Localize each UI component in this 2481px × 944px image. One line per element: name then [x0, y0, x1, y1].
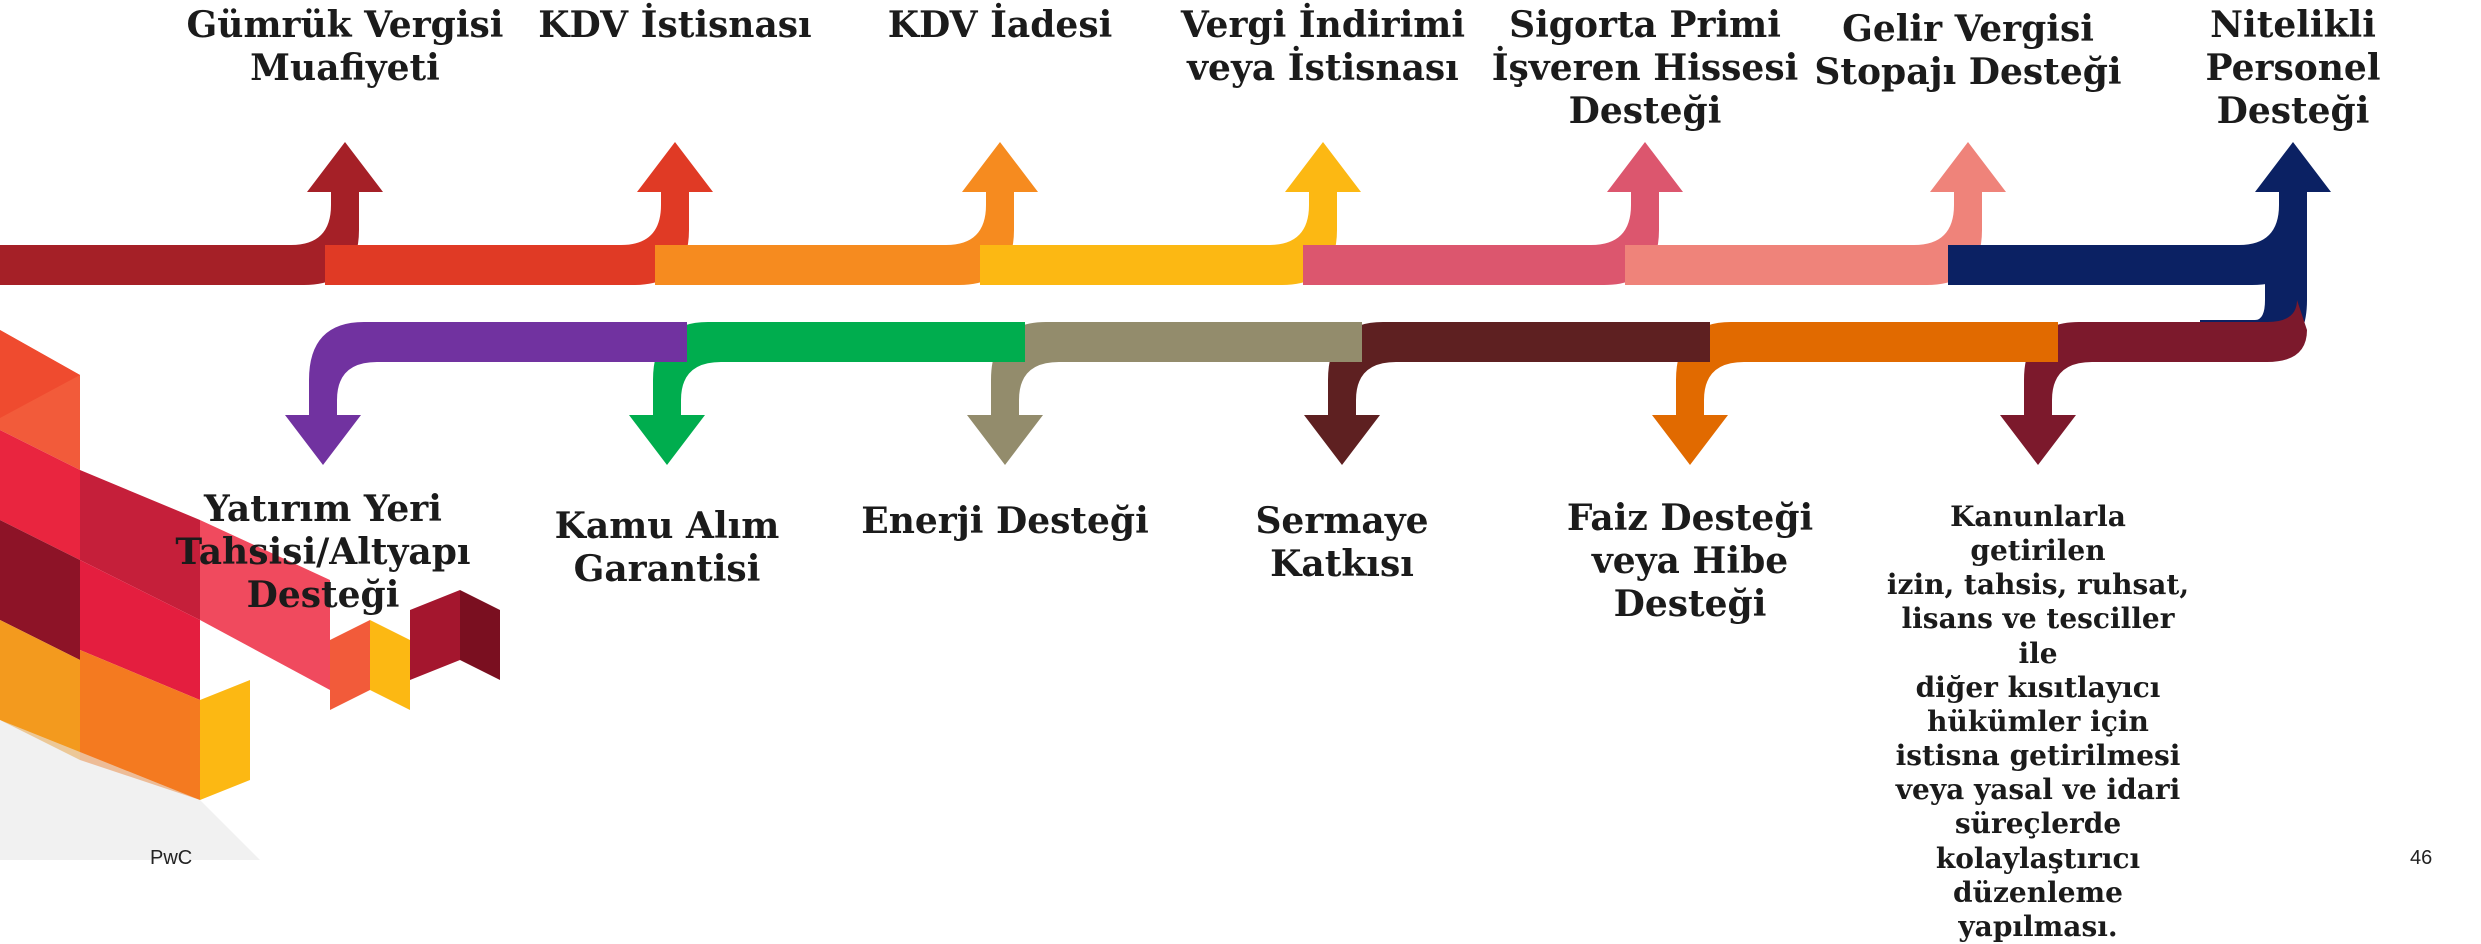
bottom-label-5: Faiz Desteği veya Hibe Desteği — [1566, 497, 1814, 626]
bottom-arrow-3 — [967, 322, 1362, 465]
bottom-label-1: Yatırım Yeri Tahsisi/Altyapı Desteği — [175, 488, 471, 617]
top-label-3: KDV İadesi — [887, 4, 1113, 46]
top-arrow-6 — [1625, 142, 2006, 285]
page-number: 46 — [2410, 847, 2433, 869]
top-label-4: Vergi İndirimi veya İstisnası — [1180, 4, 1466, 90]
top-arrow-3 — [655, 142, 1038, 285]
bottom-label-2: Kamu Alım Garantisi — [554, 505, 780, 591]
bottom-arrow-6 — [2000, 300, 2307, 465]
bottom-arrow-5 — [1652, 322, 2058, 465]
top-arrow-2 — [325, 142, 713, 285]
top-arrow-5 — [1303, 142, 1683, 285]
bottom-arrow-4 — [1304, 322, 1710, 465]
top-arrow-4 — [980, 142, 1361, 285]
bottom-label-6: Kanunlarla getirilen izin, tahsis, ruhsa… — [1886, 500, 2190, 943]
top-label-7: Nitelikli Personel Desteği — [2205, 4, 2381, 133]
top-label-1: Gümrük Vergisi Muafiyeti — [186, 4, 504, 90]
top-label-2: KDV İstisnası — [538, 4, 812, 46]
bottom-arrow-2 — [629, 322, 1025, 465]
decorative-cube-graphic — [0, 330, 500, 860]
footer-brand: PwC — [150, 847, 193, 869]
support-flow-diagram — [0, 142, 2331, 860]
top-arrow-7 — [1948, 142, 2331, 285]
bottom-arrow-1 — [285, 322, 687, 465]
top-arrow-1 — [0, 142, 383, 285]
top-label-6: Gelir Vergisi Stopajı Desteği — [1814, 8, 2122, 94]
bottom-label-3: Enerji Desteği — [861, 500, 1149, 542]
top-label-5: Sigorta Primi İşveren Hissesi Desteği — [1491, 4, 1799, 133]
bottom-label-4: Sermaye Katkısı — [1255, 500, 1429, 586]
